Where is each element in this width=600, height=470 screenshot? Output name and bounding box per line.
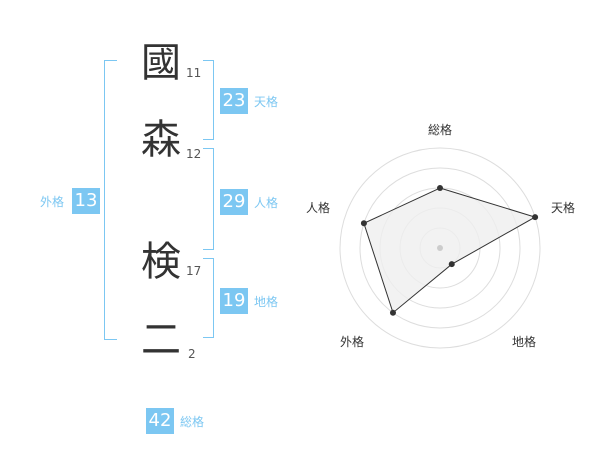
radar-points	[360, 185, 539, 316]
name-char-1: 國	[141, 40, 181, 86]
radar-center	[437, 245, 443, 251]
radar-point-1	[437, 185, 443, 191]
tenkaku-bracket	[203, 60, 214, 140]
radar-point-2	[532, 214, 539, 221]
axis-label-tenkaku: 天格	[551, 200, 575, 215]
gaikaku-bracket	[104, 60, 117, 340]
axis-label-gaikaku: 外格	[340, 334, 364, 349]
chikaku-value: 19	[220, 288, 248, 314]
soukaku-label: 総格	[180, 415, 205, 429]
name-char-3: 検	[141, 239, 181, 285]
axis-label-jinkaku: 人格	[306, 200, 330, 215]
soukaku-value: 42	[146, 408, 174, 434]
stroke-count-1: 11	[186, 66, 202, 80]
name-char-2: 森	[141, 117, 181, 163]
jinkaku-bracket	[203, 148, 214, 250]
radar-point-3	[448, 261, 455, 268]
gaikaku-label: 外格	[40, 195, 65, 209]
jinkaku-value: 29	[220, 189, 248, 215]
gaikaku-value: 13	[72, 188, 100, 214]
stroke-count-4: 2	[188, 347, 196, 361]
jinkaku-label: 人格	[254, 196, 279, 210]
chikaku-bracket	[203, 258, 214, 338]
stroke-count-2: 12	[186, 147, 202, 161]
radar-point-5	[360, 220, 367, 227]
radar-polygon	[363, 187, 537, 314]
radar-ring	[339, 147, 541, 349]
radar-ring	[359, 167, 521, 329]
axis-label-chikaku: 地格	[512, 334, 536, 349]
name-char-4: 二	[141, 317, 181, 363]
chikaku-label: 地格	[254, 295, 279, 309]
tenkaku-label: 天格	[254, 95, 279, 109]
stroke-count-3: 17	[186, 264, 202, 278]
tenkaku-value: 23	[220, 88, 248, 114]
radar-point-4	[389, 309, 396, 316]
axis-label-soukaku: 総格	[428, 122, 452, 137]
